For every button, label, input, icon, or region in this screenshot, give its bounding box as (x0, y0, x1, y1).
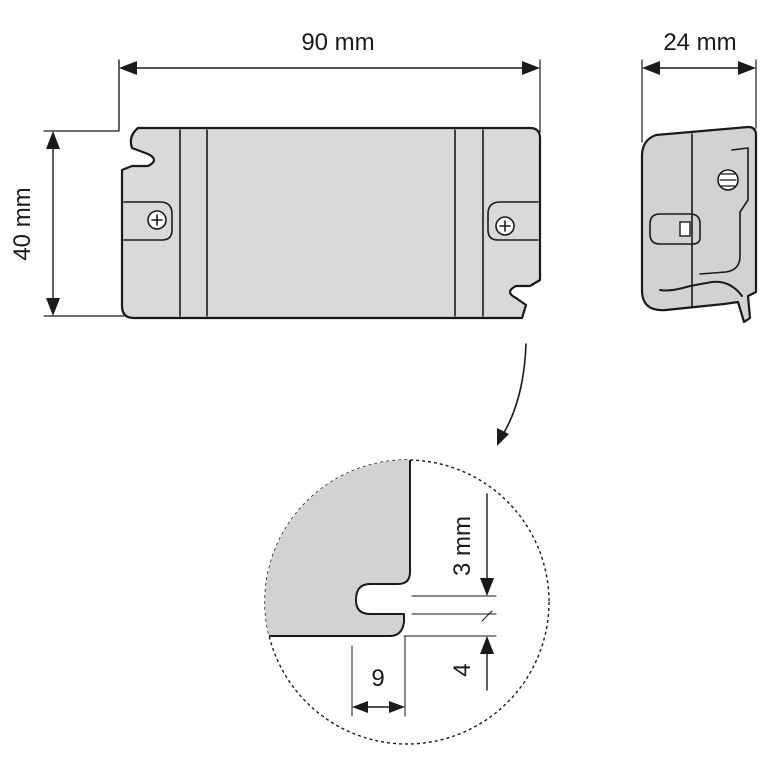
slot-inset-label: 9 (371, 665, 384, 692)
right-screw-icon (495, 216, 515, 236)
length-label: 90 mm (301, 29, 374, 56)
front-body-outline (120, 126, 542, 320)
slot-depth-dimension: 3 mm 4 (403, 493, 497, 691)
knob-icon (717, 169, 739, 191)
slot-depth-label: 3 mm (449, 516, 476, 576)
slot-detail-view: 3 mm 4 9 (264, 459, 550, 745)
slot-inset-dimension: 9 (351, 635, 406, 717)
slot-width-label: 4 (449, 663, 476, 676)
latch-slot (679, 221, 691, 237)
length-dimension: 90 mm (118, 29, 541, 133)
cable-clamp (699, 147, 749, 275)
depth-label: 24 mm (663, 29, 736, 56)
height-label: 40 mm (9, 187, 36, 260)
left-screw-tab (123, 201, 173, 241)
depth-dimension: 24 mm (641, 29, 757, 143)
right-screw-tab (487, 201, 539, 241)
front-view (120, 126, 542, 320)
side-view (640, 125, 758, 324)
wire (659, 280, 743, 297)
latch (649, 213, 701, 245)
left-screw-icon (147, 210, 167, 230)
height-dimension: 40 mm (9, 59, 125, 317)
detail-callout-arrow (497, 343, 527, 446)
